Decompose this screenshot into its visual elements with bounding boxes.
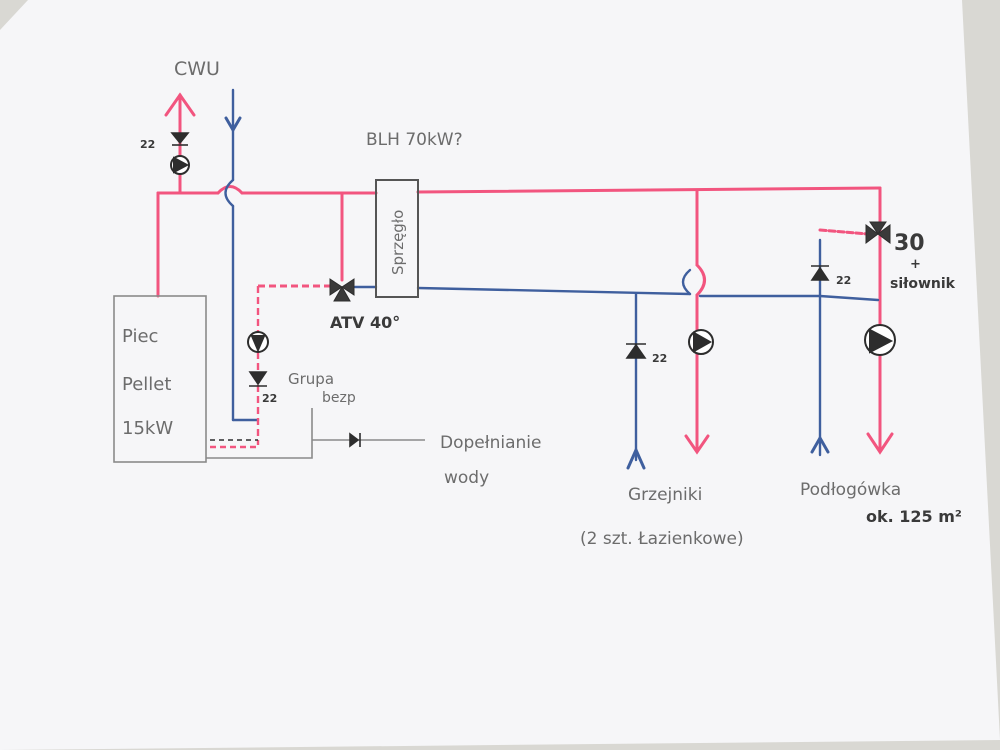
check-valve-refill-icon xyxy=(349,432,361,448)
floor-return-arrow xyxy=(810,434,830,454)
check-valve-floor-icon xyxy=(810,265,830,281)
hydraulic-coupler xyxy=(375,179,419,298)
grupa-label-1: Grupa xyxy=(288,370,334,388)
valve-30-icon xyxy=(865,221,891,244)
flow-arrows xyxy=(164,92,894,470)
piec-label-3: 15kW xyxy=(122,418,173,439)
podlogowka-check-22: 22 xyxy=(836,274,851,287)
cwu-cold-arrow xyxy=(224,116,242,133)
podlogowka-label: Podłogówka xyxy=(800,480,901,500)
sprzeglo-label: Sprzęgło xyxy=(389,210,407,275)
radiator-return-arrow xyxy=(626,446,646,470)
pump-floor-icon xyxy=(864,324,896,356)
pencil-lines xyxy=(113,295,425,463)
dopelnianie-label-2: wody xyxy=(444,468,489,488)
cwu-label: CWU xyxy=(174,58,220,80)
pump-cwu-icon xyxy=(170,155,190,175)
labels: CWU BLH 70kW? Sprzęgło Piec Pellet 15kW … xyxy=(122,58,962,549)
piec-label-2: Pellet xyxy=(122,374,171,395)
mixing-valves xyxy=(329,221,891,302)
check-valve-radiators-icon xyxy=(625,343,647,359)
atv-label: ATV 40° xyxy=(330,313,400,332)
grzejniki-check-22: 22 xyxy=(652,352,667,365)
podlogowka-area: ok. 125 m² xyxy=(866,507,962,526)
silownik-label: siłownik xyxy=(890,276,956,292)
furnace-box xyxy=(113,295,207,463)
radiator-supply-arrow xyxy=(684,434,710,455)
valve-plus-label: + xyxy=(910,257,921,272)
dopelnianie-label-1: Dopełnianie xyxy=(440,433,541,453)
grupa-check-22: 22 xyxy=(262,392,277,405)
piec-label-1: Piec xyxy=(122,326,158,347)
mixed-pipes xyxy=(210,284,330,449)
blh-label: BLH 70kW? xyxy=(366,130,463,150)
atv-valve-icon xyxy=(329,278,355,302)
check-valves xyxy=(170,132,830,448)
floor-supply-arrow xyxy=(866,432,894,455)
check-valve-grupa-icon xyxy=(248,371,268,387)
pumps xyxy=(170,155,896,356)
grupa-label-2: bezp xyxy=(322,390,356,406)
cwu-hot-arrow xyxy=(164,92,196,117)
pump-boiler-icon xyxy=(247,331,269,353)
return-pipes xyxy=(224,88,880,462)
cwu-check-22: 22 xyxy=(140,138,155,151)
grzejniki-label: Grzejniki xyxy=(628,485,702,505)
pump-radiators-icon xyxy=(688,329,714,355)
grzejniki-note: (2 szt. Łazienkowe) xyxy=(580,529,744,549)
valve-30-label: 30 xyxy=(894,231,925,256)
check-valve-cwu-icon xyxy=(170,132,190,146)
